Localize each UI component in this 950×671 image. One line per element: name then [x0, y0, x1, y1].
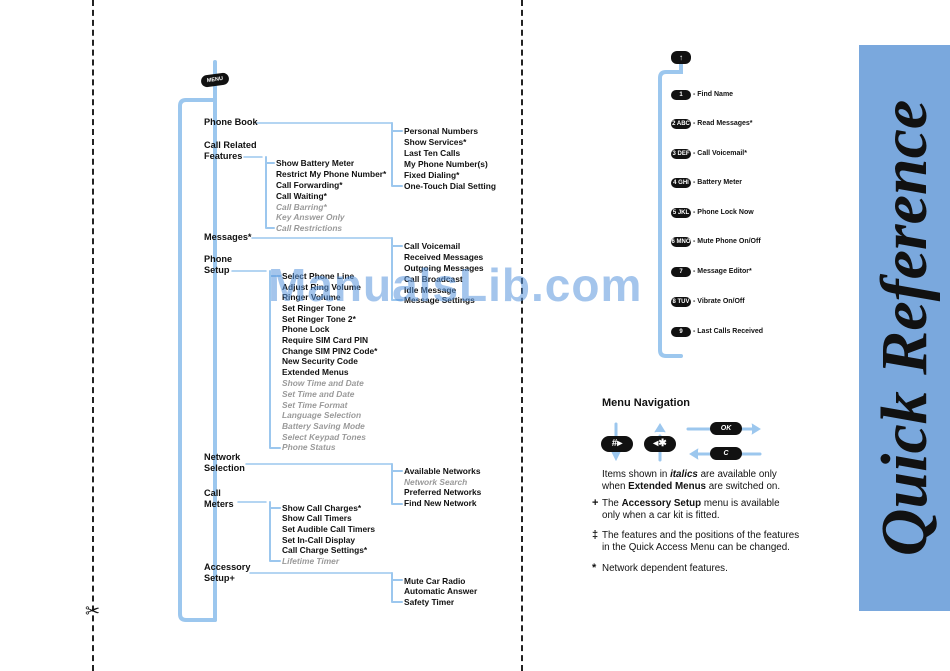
- list-item: New Security Code: [282, 356, 358, 366]
- list-item: Fixed Dialing*: [404, 170, 460, 180]
- ok-key-icon: OK: [710, 422, 742, 435]
- list-item: Call Restrictions: [276, 223, 343, 233]
- list-item: Select Keypad Tones: [282, 432, 366, 442]
- hash-key-icon: #▸: [601, 436, 633, 452]
- note-extended-menus: Items shown in italics are available onl…: [602, 469, 781, 492]
- heading-phone-setup: Phone Setup: [204, 254, 233, 275]
- list-item: Extended Menus: [282, 367, 349, 377]
- list-item: Key Answer Only: [276, 212, 345, 222]
- key-4-icon: 4 GHI: [671, 178, 691, 188]
- list-item: Network Search: [404, 477, 468, 487]
- c-key-icon: C: [710, 447, 742, 460]
- quick-reference-title: Quick Reference: [868, 99, 941, 557]
- note-quick-access: The features and the positions of the fe…: [602, 530, 800, 553]
- quick-reference-tab: Quick Reference: [859, 45, 950, 611]
- list-item: Phone Lock: [282, 324, 330, 334]
- heading-call-related-features: Call Related Features: [204, 140, 257, 161]
- key-1-icon: 1: [671, 90, 691, 100]
- list-item: Idle Message: [404, 285, 457, 295]
- list-item: Personal Numbers: [404, 126, 479, 136]
- note-network-dependent: Network dependent features.: [602, 563, 728, 574]
- list-item: Set Time and Date: [282, 389, 355, 399]
- list-item: Show Call Timers: [282, 513, 352, 523]
- list-item: Safety Timer: [404, 597, 455, 607]
- asterisk-symbol: *: [592, 562, 597, 574]
- list-item: Mute Car Radio: [404, 576, 466, 586]
- list-item: Restrict My Phone Number*: [276, 169, 387, 179]
- list-item: - Phone Lock Now: [693, 209, 754, 216]
- list-item: - Mute Phone On/Off: [693, 238, 761, 245]
- list-item: Find New Network: [404, 498, 477, 508]
- key-8-icon: 8 TUV: [671, 297, 691, 307]
- list-item: Call Charge Settings*: [282, 545, 368, 555]
- list-item: Set In-Call Display: [282, 535, 356, 545]
- watermark: ManualsLib.com: [268, 259, 643, 311]
- list-item: Automatic Answer: [404, 586, 478, 596]
- star-key-icon: ◂✱: [644, 436, 676, 452]
- up-key-icon: ↑: [671, 51, 691, 64]
- menu-navigation-title: Menu Navigation: [602, 397, 691, 409]
- list-item: - Vibrate On/Off: [693, 298, 745, 305]
- list-item: Ringer Volume: [282, 292, 341, 302]
- list-item: Call Barring*: [276, 202, 327, 212]
- key-6-icon: 6 MNO: [671, 237, 691, 247]
- list-item: Set Ringer Tone: [282, 303, 346, 313]
- heading-call-meters: Call Meters: [204, 488, 234, 509]
- list-item: Language Selection: [282, 410, 362, 420]
- plus-symbol: +: [592, 497, 599, 509]
- list-item: - Call Voicemail*: [693, 150, 747, 157]
- list-item: Change SIM PIN2 Code*: [282, 346, 378, 356]
- key-5-icon: 5 JKL: [671, 208, 691, 218]
- note-accessory-setup: The Accessory Setup menu is available on…: [602, 498, 780, 521]
- list-item: Call Waiting*: [276, 191, 327, 201]
- list-item: Call Voicemail: [404, 241, 461, 251]
- list-item: Show Battery Meter: [276, 158, 355, 168]
- list-item: Require SIM Card PIN: [282, 335, 369, 345]
- heading-network-selection: Network Selection: [204, 452, 245, 473]
- list-item: Show Time and Date: [282, 378, 364, 388]
- heading-messages: Messages*: [204, 232, 252, 242]
- list-item: One-Touch Dial Setting: [404, 181, 496, 191]
- list-item: Received Messages: [404, 252, 484, 262]
- list-item: - Read Messages*: [693, 120, 753, 127]
- list-item: Show Services*: [404, 137, 467, 147]
- key-2-icon: 2 ABC: [671, 119, 691, 129]
- list-item: - Find Name: [693, 91, 734, 98]
- list-item: Last Ten Calls: [404, 148, 461, 158]
- heading-accessory-setup: Accessory Setup+: [204, 562, 251, 583]
- key-3-icon: 3 DEF: [671, 149, 691, 159]
- list-item: Call Broadcast: [404, 274, 463, 284]
- list-item: - Message Editor*: [693, 268, 752, 275]
- list-item: Message Settings: [404, 295, 475, 305]
- list-item: Available Networks: [404, 466, 481, 476]
- heading-phone-book: Phone Book: [204, 117, 258, 127]
- key-7-icon: 7 PQRS: [671, 267, 691, 285]
- list-item: Call Forwarding*: [276, 180, 343, 190]
- list-item: Select Phone Line: [282, 271, 355, 281]
- list-item: Set Ringer Tone 2*: [282, 314, 356, 324]
- list-item: Preferred Networks: [404, 487, 482, 497]
- list-item: Set Audible Call Timers: [282, 524, 376, 534]
- list-item: - Battery Meter: [693, 179, 743, 186]
- list-item: Set Time Format: [282, 400, 348, 410]
- key-9-icon: 9 WXYZ: [671, 327, 691, 345]
- list-item: My Phone Number(s): [404, 159, 488, 169]
- left-cut-line: [92, 0, 94, 671]
- list-item: - Last Calls Received: [693, 328, 764, 335]
- list-item: Outgoing Messages: [404, 263, 484, 273]
- list-item: Adjust Ring Volume: [282, 282, 361, 292]
- double-dagger-symbol: ‡: [592, 529, 599, 541]
- list-item: Show Call Charges*: [282, 503, 362, 513]
- list-item: Battery Saving Mode: [282, 421, 365, 431]
- scissors-icon: ✂: [85, 601, 101, 621]
- list-item: Lifetime Timer: [282, 556, 340, 566]
- list-item: Phone Status: [282, 442, 336, 452]
- center-fold-line: [521, 0, 523, 671]
